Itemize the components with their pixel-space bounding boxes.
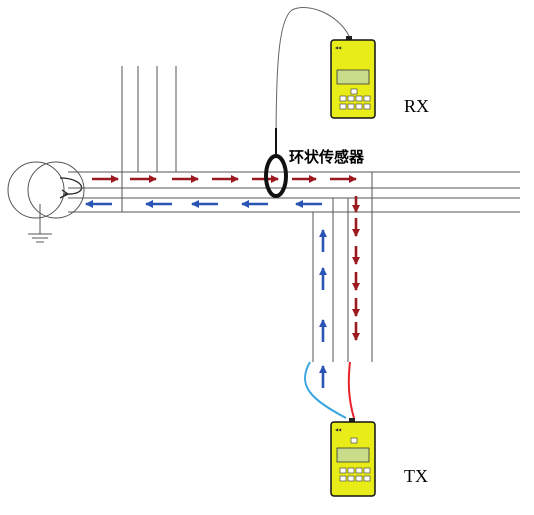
rx-device: ◀◀ xyxy=(330,36,376,119)
tx-brand-mark: ◀◀ xyxy=(335,427,342,432)
tx-keypad xyxy=(339,437,371,482)
rx-keypad xyxy=(339,88,371,110)
rx-screen-text xyxy=(337,70,369,84)
transformer-icon xyxy=(7,161,85,219)
lower-branch-lines xyxy=(312,172,373,362)
ring-sensor-icon xyxy=(264,128,288,198)
tx-label: TX xyxy=(404,466,428,486)
tx-screen xyxy=(336,447,370,463)
tx-device: ◀◀ xyxy=(330,418,376,497)
tx-lead-blue xyxy=(304,361,347,419)
rx-cable xyxy=(275,7,350,151)
rx-screen xyxy=(336,69,370,85)
upper-branch-lines xyxy=(121,66,177,212)
tx-screen-text xyxy=(337,448,369,462)
tx-lead-red xyxy=(347,361,355,419)
rx-brand-mark: ◀◀ xyxy=(335,45,342,50)
ring-sensor-label: 环状传感器 xyxy=(289,148,365,166)
rx-label: RX xyxy=(404,96,430,116)
ground-icon xyxy=(28,204,52,243)
main-feeder-lines xyxy=(68,171,520,213)
